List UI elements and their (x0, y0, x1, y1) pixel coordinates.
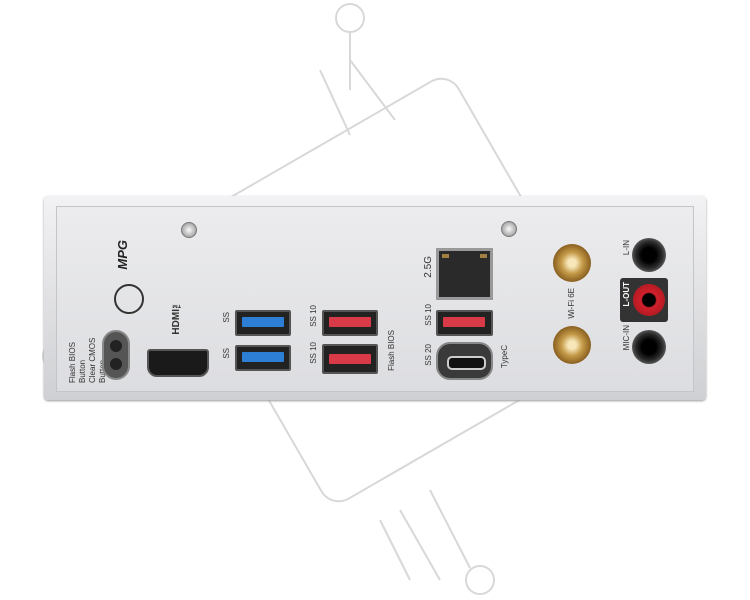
flash-bios-button-label: Flash BIOS Button (68, 342, 87, 383)
flash-bios-button[interactable] (110, 358, 122, 370)
mic-in-label: MIC-IN (622, 325, 631, 351)
screw-icon (181, 222, 197, 238)
usb-a-port-blue[interactable] (235, 345, 291, 371)
lan-label: 2.5G (423, 256, 434, 278)
brand-logo: MPG (115, 240, 130, 270)
dragon-logo-icon (114, 284, 144, 314)
line-out-block: L-OUT (620, 278, 668, 322)
usb-ss10-label: SS 10 (424, 304, 433, 326)
usb-ss10-label: SS 10 (309, 305, 318, 327)
line-out-jack[interactable] (633, 284, 665, 316)
usb-ss-label: SS (222, 348, 231, 359)
hdmi-port[interactable] (147, 349, 209, 377)
usb-a-port-red[interactable] (322, 310, 378, 336)
line-out-label: L-OUT (622, 282, 631, 307)
usb-ss10-label: SS 10 (309, 342, 318, 364)
bios-cmos-buttons[interactable] (102, 330, 130, 380)
mic-in-jack[interactable] (632, 330, 666, 364)
usb-ss20-label: SS 20 (424, 344, 433, 366)
usb-a-port-red[interactable] (436, 310, 493, 336)
wifi-antenna-connector[interactable] (553, 326, 591, 364)
wifi-label: Wi-Fi 6E (567, 288, 576, 319)
flash-bios-usb-port[interactable] (322, 344, 378, 374)
flash-bios-label: Flash BIOS (387, 330, 396, 371)
screw-icon (501, 221, 517, 237)
clear-cmos-button[interactable] (110, 340, 122, 352)
lan-port[interactable] (436, 248, 493, 300)
line-in-label: L-IN (622, 240, 631, 256)
line-in-jack[interactable] (632, 238, 666, 272)
usb-a-port-blue[interactable] (235, 310, 291, 336)
usb-ss-label: SS (222, 312, 231, 323)
typec-label: TypeC (500, 345, 509, 369)
wifi-antenna-connector[interactable] (553, 244, 591, 282)
hdmi-label: HDMI™ (171, 298, 182, 335)
usb-typec-port[interactable] (436, 342, 493, 380)
